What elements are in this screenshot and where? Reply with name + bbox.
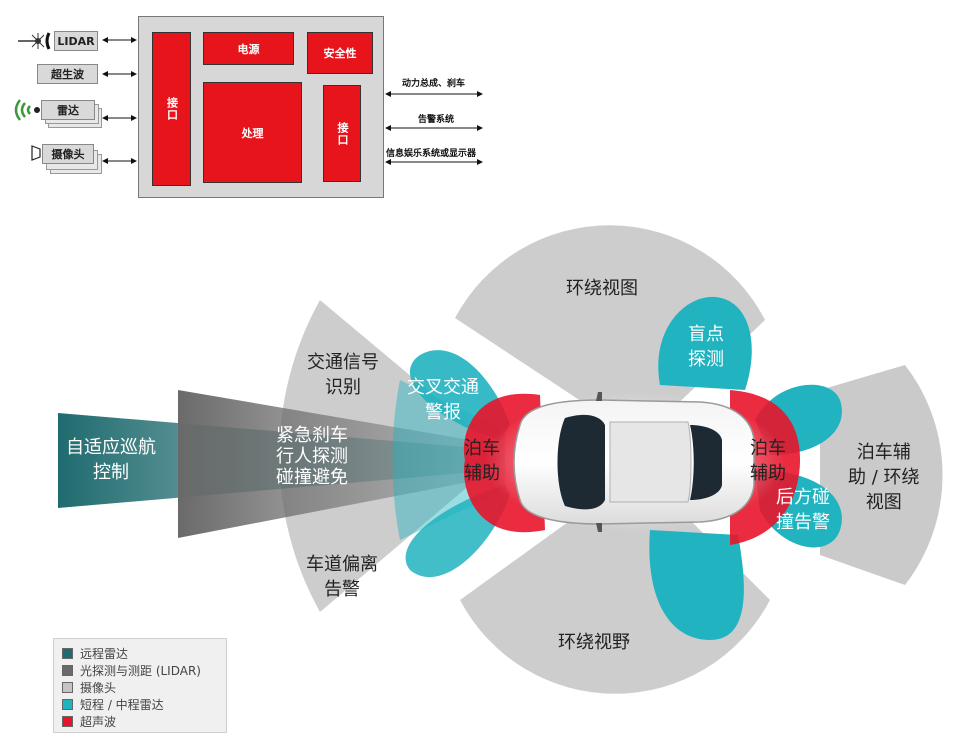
rear-camera-sector: [820, 365, 943, 585]
lane-departure-line-2: 告警: [324, 579, 360, 600]
park-assist-rear-line-1: 泊车: [750, 438, 786, 459]
sensor-arrows: [102, 37, 137, 164]
camera-icon: [31, 145, 41, 161]
safety-label: 安全性: [323, 47, 357, 60]
legend-swatch: [62, 699, 73, 710]
legend-label: 短程 / 中程雷达: [80, 698, 164, 712]
sensor-ultrasonic: 超生波: [37, 64, 98, 84]
blind-spot-lobe: [658, 296, 752, 390]
park-assist-rear-label: 泊车 辅助: [750, 436, 786, 486]
sensor-lidar: LIDAR: [54, 31, 98, 51]
legend-swatch: [62, 648, 73, 659]
safety-block: 安全性: [307, 32, 373, 74]
output-warning-label: 告警系统: [418, 115, 455, 125]
park-surround-line-1: 泊车辅: [856, 442, 911, 463]
rear-collision-line-1: 后方碰: [776, 487, 830, 508]
interface-right-label: 接口: [336, 121, 349, 146]
emergency-label: 紧急刹车 行人探测 碰撞避免: [276, 425, 348, 488]
park-surround-line-2: 助 / 环绕: [848, 467, 920, 488]
emergency-line-3: 碰撞避免: [276, 467, 348, 488]
legend-item-ultrasonic: 超声波: [62, 713, 116, 730]
park-assist-front-line-1: 泊车: [464, 438, 500, 459]
output-infotainment-label: 信息娱乐系统或显示器: [386, 149, 477, 159]
rear-lobe-lower: [649, 530, 744, 640]
power-block: 电源: [203, 32, 294, 65]
legend-swatch: [62, 716, 73, 727]
blind-spot-line-1: 盲点: [688, 324, 724, 345]
cross-traffic-label: 交叉交通 警报: [407, 375, 479, 425]
ecu-box: 接口 电源 安全性 处理 接口: [138, 16, 384, 198]
legend-label: 光探测与测距 (LIDAR): [80, 664, 201, 678]
park-surround-line-3: 视图: [865, 492, 902, 513]
interface-right-block: 接口: [323, 85, 361, 182]
legend-item-short-mid-radar: 短程 / 中程雷达: [62, 696, 164, 713]
rear-collision-line-2: 撞告警: [776, 512, 830, 533]
park-assist-rear-line-2: 辅助: [750, 463, 786, 484]
acc-label: 自适应巡航 控制: [66, 435, 156, 485]
block-diagram: LIDAR 超生波 雷达 摄像头: [0, 0, 953, 210]
processing-block: 处理: [203, 82, 302, 183]
sensor-camera-label: 摄像头: [51, 148, 85, 161]
legend-item-long-range-radar: 远程雷达: [62, 645, 128, 662]
legend-label: 远程雷达: [80, 647, 129, 661]
emergency-line-1: 紧急刹车: [276, 425, 348, 446]
surround-view-bottom-label: 环绕视野: [558, 632, 630, 653]
park-surround-label: 泊车辅 助 / 环绕 视图: [848, 440, 920, 515]
legend-item-lidar: 光探测与测距 (LIDAR): [62, 662, 201, 679]
traffic-sign-line-1: 交通信号: [307, 352, 379, 373]
emergency-line-2: 行人探测: [276, 446, 348, 467]
legend: 远程雷达 光探测与测距 (LIDAR) 摄像头 短程 / 中程雷达 超声波: [53, 638, 227, 733]
acc-line-2: 控制: [93, 462, 129, 483]
traffic-sign-label: 交通信号 识别: [307, 350, 379, 400]
sensor-camera: 摄像头: [42, 144, 94, 164]
sensor-lidar-label: LIDAR: [57, 34, 95, 48]
legend-label: 摄像头: [80, 681, 117, 695]
legend-label: 超声波: [80, 715, 117, 729]
output-arrows: [385, 91, 483, 165]
lidar-beam: [178, 390, 505, 538]
rear-collision-label: 后方碰 撞告警: [776, 485, 830, 535]
blind-spot-label: 盲点 探测: [688, 322, 724, 372]
sensor-radar: 雷达: [41, 100, 95, 120]
lane-departure-line-1: 车道偏离: [306, 554, 378, 575]
cross-traffic-line-1: 交叉交通: [407, 377, 479, 398]
interface-left-label: 接口: [165, 97, 179, 121]
processing-label: 处理: [241, 126, 264, 140]
lane-departure-label: 车道偏离 告警: [306, 552, 378, 602]
power-label: 电源: [237, 42, 260, 56]
sensor-radar-label: 雷达: [57, 104, 79, 117]
surround-view-top-label: 环绕视图: [566, 278, 638, 299]
legend-swatch: [62, 682, 73, 693]
radar-icon: [14, 99, 40, 121]
cross-traffic-line-2: 警报: [425, 402, 461, 423]
output-powertrain-label: 动力总成、刹车: [402, 79, 466, 89]
traffic-sign-line-2: 识别: [325, 377, 361, 398]
blind-spot-line-2: 探测: [688, 349, 724, 370]
sensor-ultrasonic-label: 超生波: [51, 68, 84, 81]
park-assist-front-line-2: 辅助: [464, 463, 500, 484]
laser-icon: [18, 32, 51, 50]
acc-line-1: 自适应巡航: [66, 437, 156, 458]
car-icon: [513, 392, 755, 532]
interface-left-block: 接口: [152, 32, 191, 186]
legend-swatch: [62, 665, 73, 676]
legend-item-camera: 摄像头: [62, 679, 116, 696]
park-assist-front-label: 泊车 辅助: [464, 436, 500, 486]
